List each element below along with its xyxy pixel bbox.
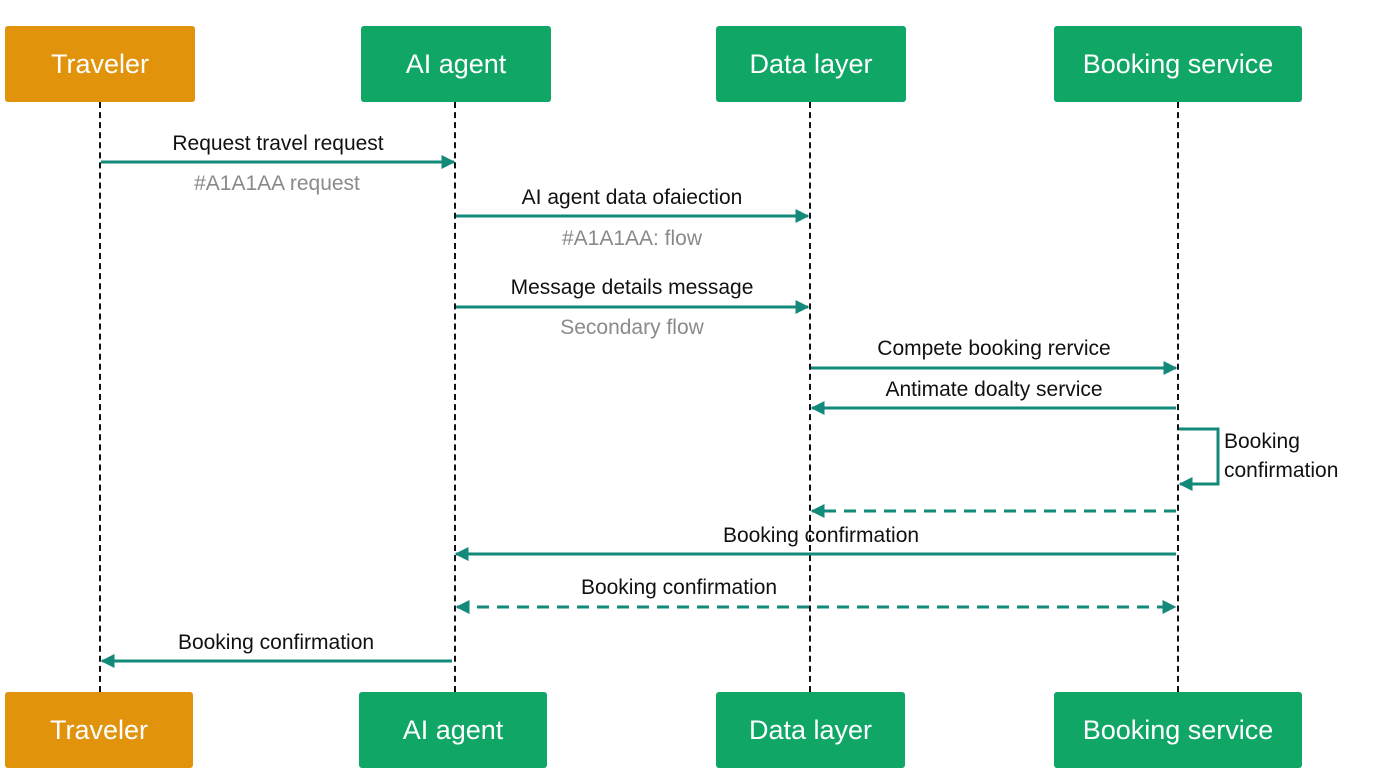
participant-traveler-top: Traveler: [5, 26, 195, 102]
participant-ai-agent-bottom: AI agent: [359, 692, 547, 768]
message-sublabel-3: Secondary flow: [560, 316, 704, 339]
lifeline-traveler: [99, 102, 101, 692]
message-sublabel-2: #A1A1AA: flow: [561, 227, 703, 250]
participant-booking-service-bottom: Booking service: [1054, 692, 1302, 768]
participant-booking-service-top: Booking service: [1054, 26, 1302, 102]
lifeline-ai-agent: [454, 102, 456, 692]
participant-ai-agent-top: AI agent: [361, 26, 551, 102]
message-label-8: Booking confirmation: [580, 576, 778, 599]
message-label-1: Request travel request: [172, 132, 384, 155]
message-label-5: Antimate doalty service: [885, 378, 1103, 401]
participant-traveler-bottom: Traveler: [5, 692, 193, 768]
message-label-2: AI agent data ofaiection: [521, 186, 743, 209]
message-sublabel-1: #A1A1AA request: [194, 172, 360, 195]
participant-data-layer-bottom: Data layer: [716, 692, 905, 768]
message-label-4: Compete booking rervice: [877, 337, 1111, 360]
self-message-label-line2: confirmation: [1224, 459, 1339, 482]
message-label-9: Booking confirmation: [177, 631, 375, 654]
self-message-label-line1: Booking: [1224, 430, 1300, 453]
lifeline-data-layer: [809, 102, 811, 692]
participant-data-layer-top: Data layer: [716, 26, 906, 102]
arrow-booking-service-self: [1178, 427, 1220, 491]
message-label-3: Message details message: [510, 276, 754, 299]
message-label-7: Booking confirmation: [722, 524, 920, 547]
lifeline-booking-service: [1177, 102, 1179, 692]
